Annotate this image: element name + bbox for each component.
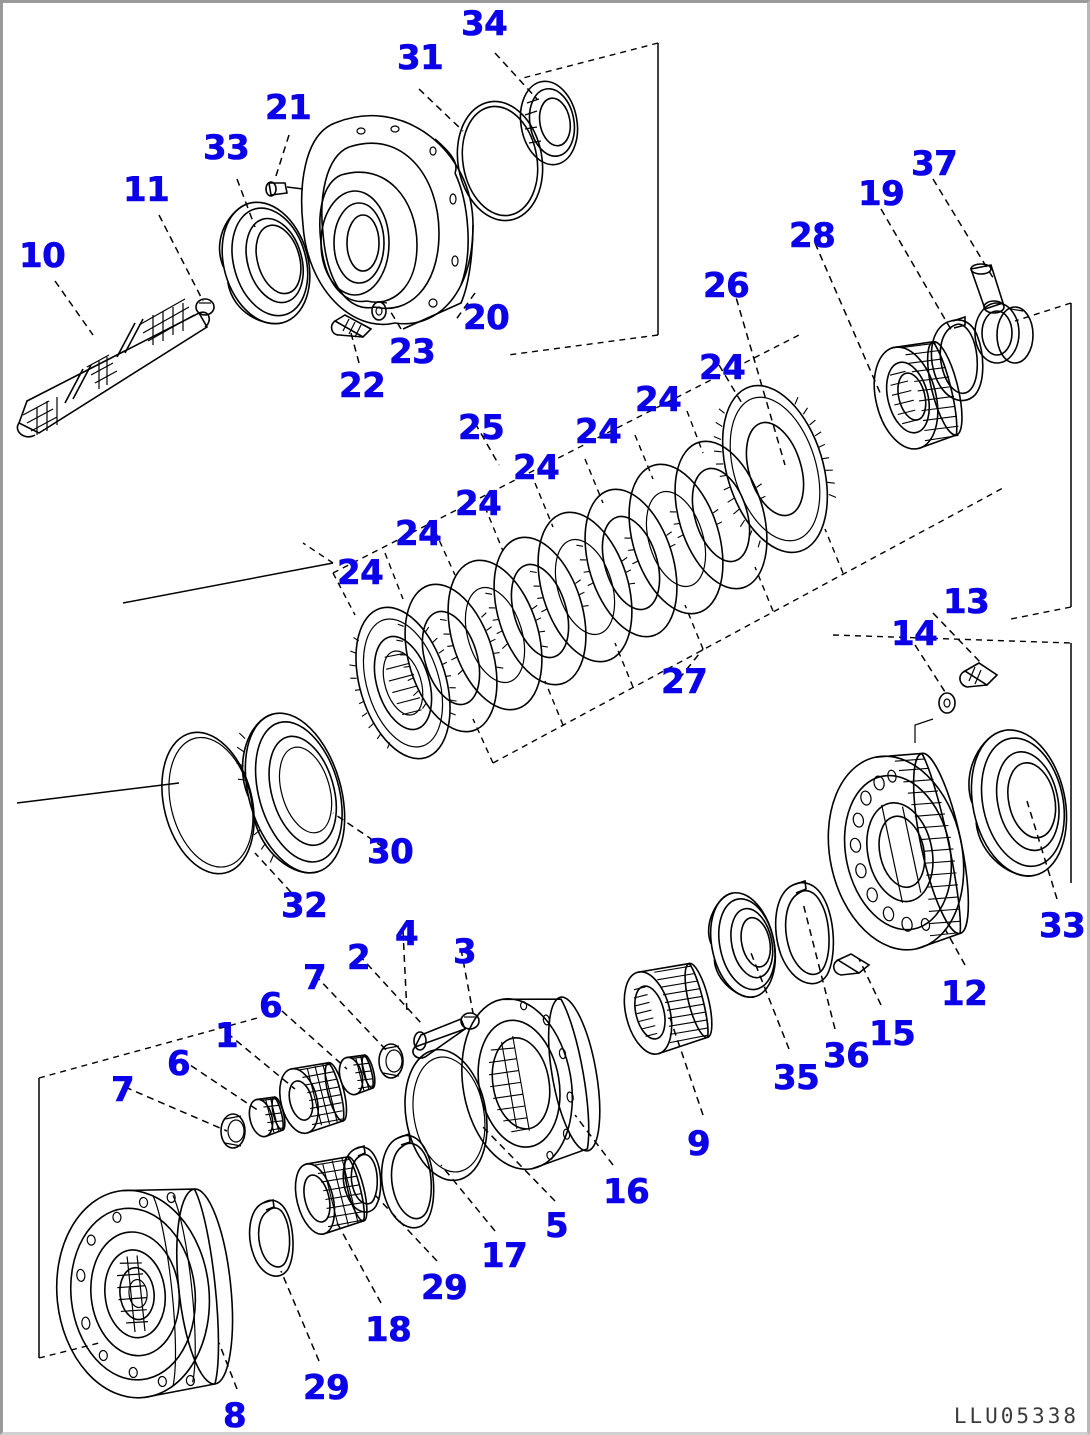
washer-part-23 bbox=[372, 302, 387, 320]
callout-part-34: 34 bbox=[461, 4, 508, 44]
thrust-washer-part-7-a bbox=[221, 1114, 245, 1148]
needle-bearing-part-18 bbox=[289, 1152, 372, 1238]
callout-part-33-lower-right: 33 bbox=[1039, 906, 1086, 946]
ball-part-11 bbox=[196, 299, 214, 315]
ring-gear-part-12 bbox=[811, 743, 981, 962]
callout-part-25: 25 bbox=[458, 408, 505, 448]
snap-ring-part-19 bbox=[932, 317, 983, 401]
callout-part-19: 19 bbox=[858, 174, 905, 214]
pin-shaft-part-2 bbox=[413, 1019, 465, 1058]
callout-part-6-b: 6 bbox=[259, 986, 283, 1026]
bolt-part-15 bbox=[834, 954, 869, 975]
callout-part-24-g: 24 bbox=[699, 348, 746, 388]
o-ring-part-31 bbox=[448, 95, 552, 228]
seal-ring-part-5 bbox=[395, 1043, 497, 1187]
clutch-drum-part-16 bbox=[449, 985, 611, 1178]
plug-part-3 bbox=[461, 1013, 479, 1029]
callout-part-1: 1 bbox=[215, 1016, 239, 1056]
callout-part-31: 31 bbox=[397, 38, 444, 78]
callout-part-11: 11 bbox=[123, 170, 170, 210]
callout-part-15: 15 bbox=[869, 1014, 916, 1054]
callout-part-6-a: 6 bbox=[167, 1044, 191, 1084]
callout-part-20: 20 bbox=[463, 298, 510, 338]
callout-part-14: 14 bbox=[891, 614, 938, 654]
ring-part-17 bbox=[382, 1134, 434, 1228]
bolt-part-13 bbox=[960, 663, 997, 687]
drawing-number-watermark: LLU05338 bbox=[953, 1404, 1079, 1428]
callout-part-5: 5 bbox=[545, 1206, 569, 1246]
stack-bracket bbox=[333, 333, 1003, 763]
callout-part-9: 9 bbox=[687, 1124, 711, 1164]
group-frame-brackets bbox=[17, 43, 1071, 1358]
thrust-washer-part-7-b bbox=[379, 1044, 403, 1078]
callout-part-7-a: 7 bbox=[111, 1070, 135, 1110]
washer-part-14 bbox=[915, 693, 955, 743]
diagram-artwork bbox=[3, 3, 1090, 1435]
callout-part-24-f: 24 bbox=[635, 380, 682, 420]
snap-ring-part-36 bbox=[776, 881, 834, 984]
bearing-part-33-upper bbox=[208, 192, 323, 334]
callout-part-24-d: 24 bbox=[513, 448, 560, 488]
toothed-ring-part-30 bbox=[223, 701, 361, 885]
callout-part-30: 30 bbox=[367, 832, 414, 872]
callout-part-3: 3 bbox=[453, 932, 477, 972]
callout-part-12: 12 bbox=[941, 974, 988, 1014]
needle-cage-part-6-a bbox=[246, 1094, 288, 1139]
callout-part-17: 17 bbox=[481, 1236, 528, 1276]
pinion-subassembly bbox=[221, 1013, 479, 1148]
housing-part-8 bbox=[47, 1180, 242, 1405]
gear-part-28 bbox=[864, 335, 970, 456]
splined-sleeve-part-9 bbox=[616, 957, 718, 1059]
callout-part-32: 32 bbox=[281, 886, 328, 926]
callout-part-8: 8 bbox=[223, 1396, 247, 1435]
leader-lines bbox=[55, 53, 1057, 1389]
bearing-part-35 bbox=[701, 887, 784, 1004]
callout-part-22: 22 bbox=[339, 366, 386, 406]
callout-part-29-a: 29 bbox=[303, 1368, 350, 1408]
callout-part-24-c: 24 bbox=[455, 484, 502, 524]
callout-part-21: 21 bbox=[265, 88, 312, 128]
seal-part-34 bbox=[514, 77, 584, 169]
callout-part-13: 13 bbox=[943, 582, 990, 622]
callout-part-10: 10 bbox=[19, 236, 66, 276]
dowel-pin-part-21 bbox=[266, 182, 303, 196]
snap-ring-part-29-b bbox=[343, 1146, 380, 1212]
snap-ring-part-29-a bbox=[250, 1200, 293, 1276]
callout-part-24-b: 24 bbox=[395, 514, 442, 554]
callout-part-26: 26 bbox=[703, 266, 750, 306]
callout-part-37: 37 bbox=[911, 144, 958, 184]
needle-cage-part-6-b bbox=[336, 1052, 378, 1097]
callout-part-24-e: 24 bbox=[575, 412, 622, 452]
callout-part-33-upper-left: 33 bbox=[203, 128, 250, 168]
callout-part-16: 16 bbox=[603, 1172, 650, 1212]
callout-part-18: 18 bbox=[365, 1310, 412, 1350]
callout-part-27: 27 bbox=[661, 662, 708, 702]
shaft-part-10 bbox=[17, 299, 209, 437]
callout-part-28: 28 bbox=[789, 216, 836, 256]
callout-part-29-b: 29 bbox=[421, 1268, 468, 1308]
callout-part-35: 35 bbox=[773, 1058, 820, 1098]
callout-part-24-a: 24 bbox=[337, 553, 384, 593]
callout-part-2: 2 bbox=[347, 938, 371, 978]
plate-part-32 bbox=[148, 722, 268, 883]
bolt-part-22 bbox=[332, 315, 371, 337]
callout-part-7-b: 7 bbox=[303, 958, 327, 998]
collar-part-37 bbox=[971, 264, 1033, 363]
clutch-housing-part-20 bbox=[302, 116, 473, 329]
callout-part-36: 36 bbox=[823, 1036, 870, 1076]
callout-part-23: 23 bbox=[389, 332, 436, 372]
callout-part-4: 4 bbox=[395, 914, 419, 954]
pinion-gear-part-1 bbox=[274, 1058, 352, 1138]
bearing-part-33-lower bbox=[958, 721, 1079, 885]
